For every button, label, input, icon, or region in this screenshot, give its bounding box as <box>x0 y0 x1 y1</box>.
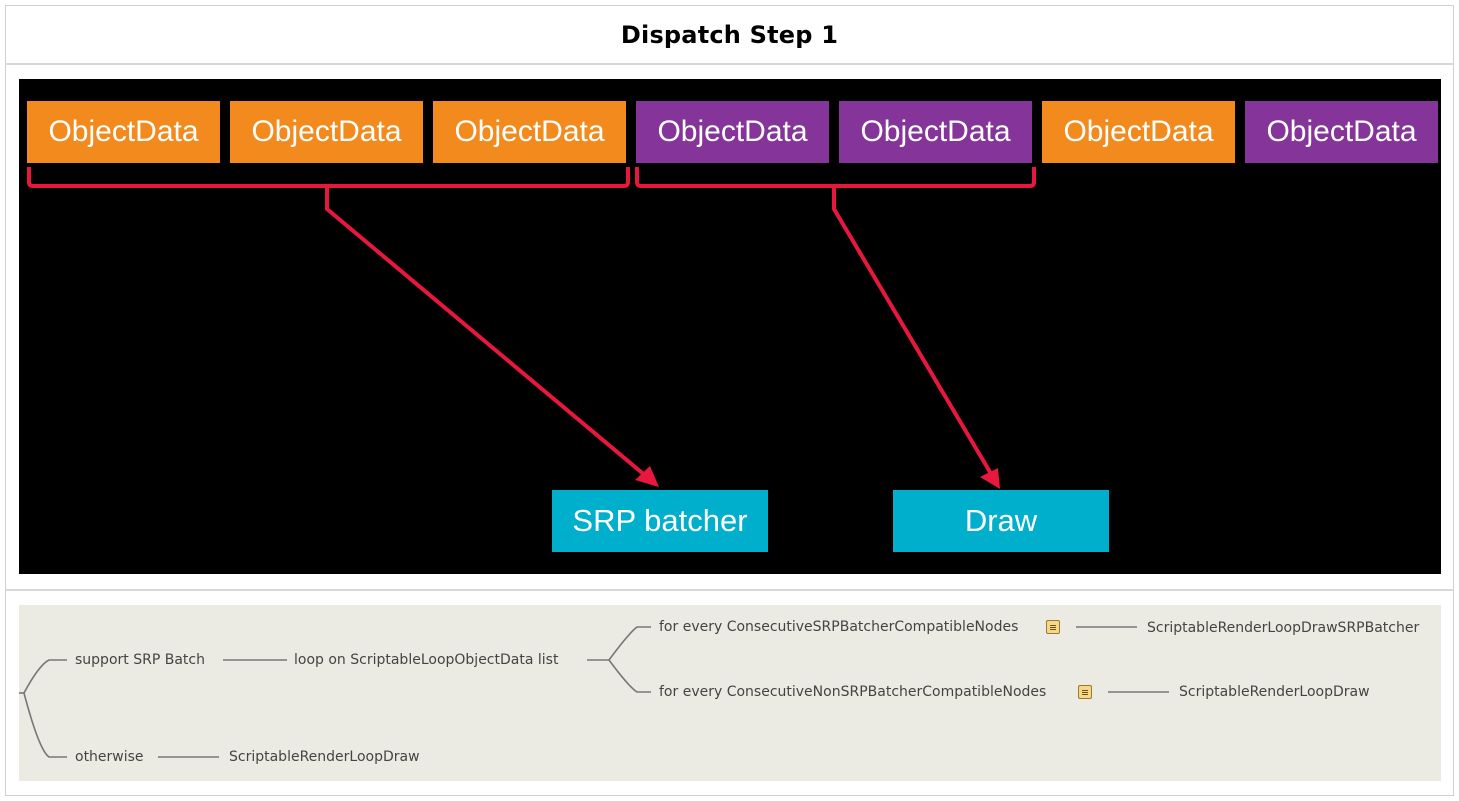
arrowhead-srp <box>635 466 659 487</box>
dispatch-diagram: ObjectData ObjectData ObjectData ObjectD… <box>19 79 1441 574</box>
arrow-to-draw <box>832 186 995 479</box>
srp-batcher-box: SRP batcher <box>552 490 768 552</box>
page-title: Dispatch Step 1 <box>620 20 839 49</box>
purple-group-bracket <box>635 167 1036 188</box>
object-data-block: ObjectData <box>230 101 423 163</box>
mindmap-node-compatible[interactable]: for every ConsecutiveSRPBatcherCompatibl… <box>659 619 1019 635</box>
orange-group-bracket <box>27 167 630 188</box>
title-row: Dispatch Step 1 <box>5 5 1454 64</box>
mindmap-node-otherwise-result[interactable]: ScriptableRenderLoopDraw <box>229 749 420 765</box>
mindmap-panel: support SRP Batch loop on ScriptableLoop… <box>19 605 1441 781</box>
mindmap-node-support-srp-batch[interactable]: support SRP Batch <box>75 652 205 668</box>
mindmap-connectors <box>19 626 1169 758</box>
divider <box>5 589 1454 591</box>
object-data-block: ObjectData <box>27 101 220 163</box>
mindmap-node-non-compatible[interactable]: for every ConsecutiveNonSRPBatcherCompat… <box>659 684 1047 700</box>
note-icon[interactable] <box>1046 620 1060 634</box>
mindmap-node-compatible-result[interactable]: ScriptableRenderLoopDrawSRPBatcher <box>1147 620 1420 636</box>
object-data-block: ObjectData <box>839 101 1032 163</box>
draw-box: Draw <box>893 490 1109 552</box>
mindmap-node-loop[interactable]: loop on ScriptableLoopObjectData list <box>294 652 559 668</box>
arrow-to-srp-batcher <box>325 186 649 479</box>
arrowhead-draw <box>980 468 1000 489</box>
divider <box>5 63 1454 65</box>
object-data-block: ObjectData <box>1245 101 1438 163</box>
mindmap-node-otherwise[interactable]: otherwise <box>75 749 144 765</box>
object-data-block: ObjectData <box>636 101 829 163</box>
object-data-block: ObjectData <box>433 101 626 163</box>
mindmap-node-non-compatible-result[interactable]: ScriptableRenderLoopDraw <box>1179 684 1370 700</box>
note-icon[interactable] <box>1078 685 1092 699</box>
arrow-group <box>27 167 1036 489</box>
bracket-arrows <box>27 167 1036 489</box>
object-data-block: ObjectData <box>1042 101 1235 163</box>
